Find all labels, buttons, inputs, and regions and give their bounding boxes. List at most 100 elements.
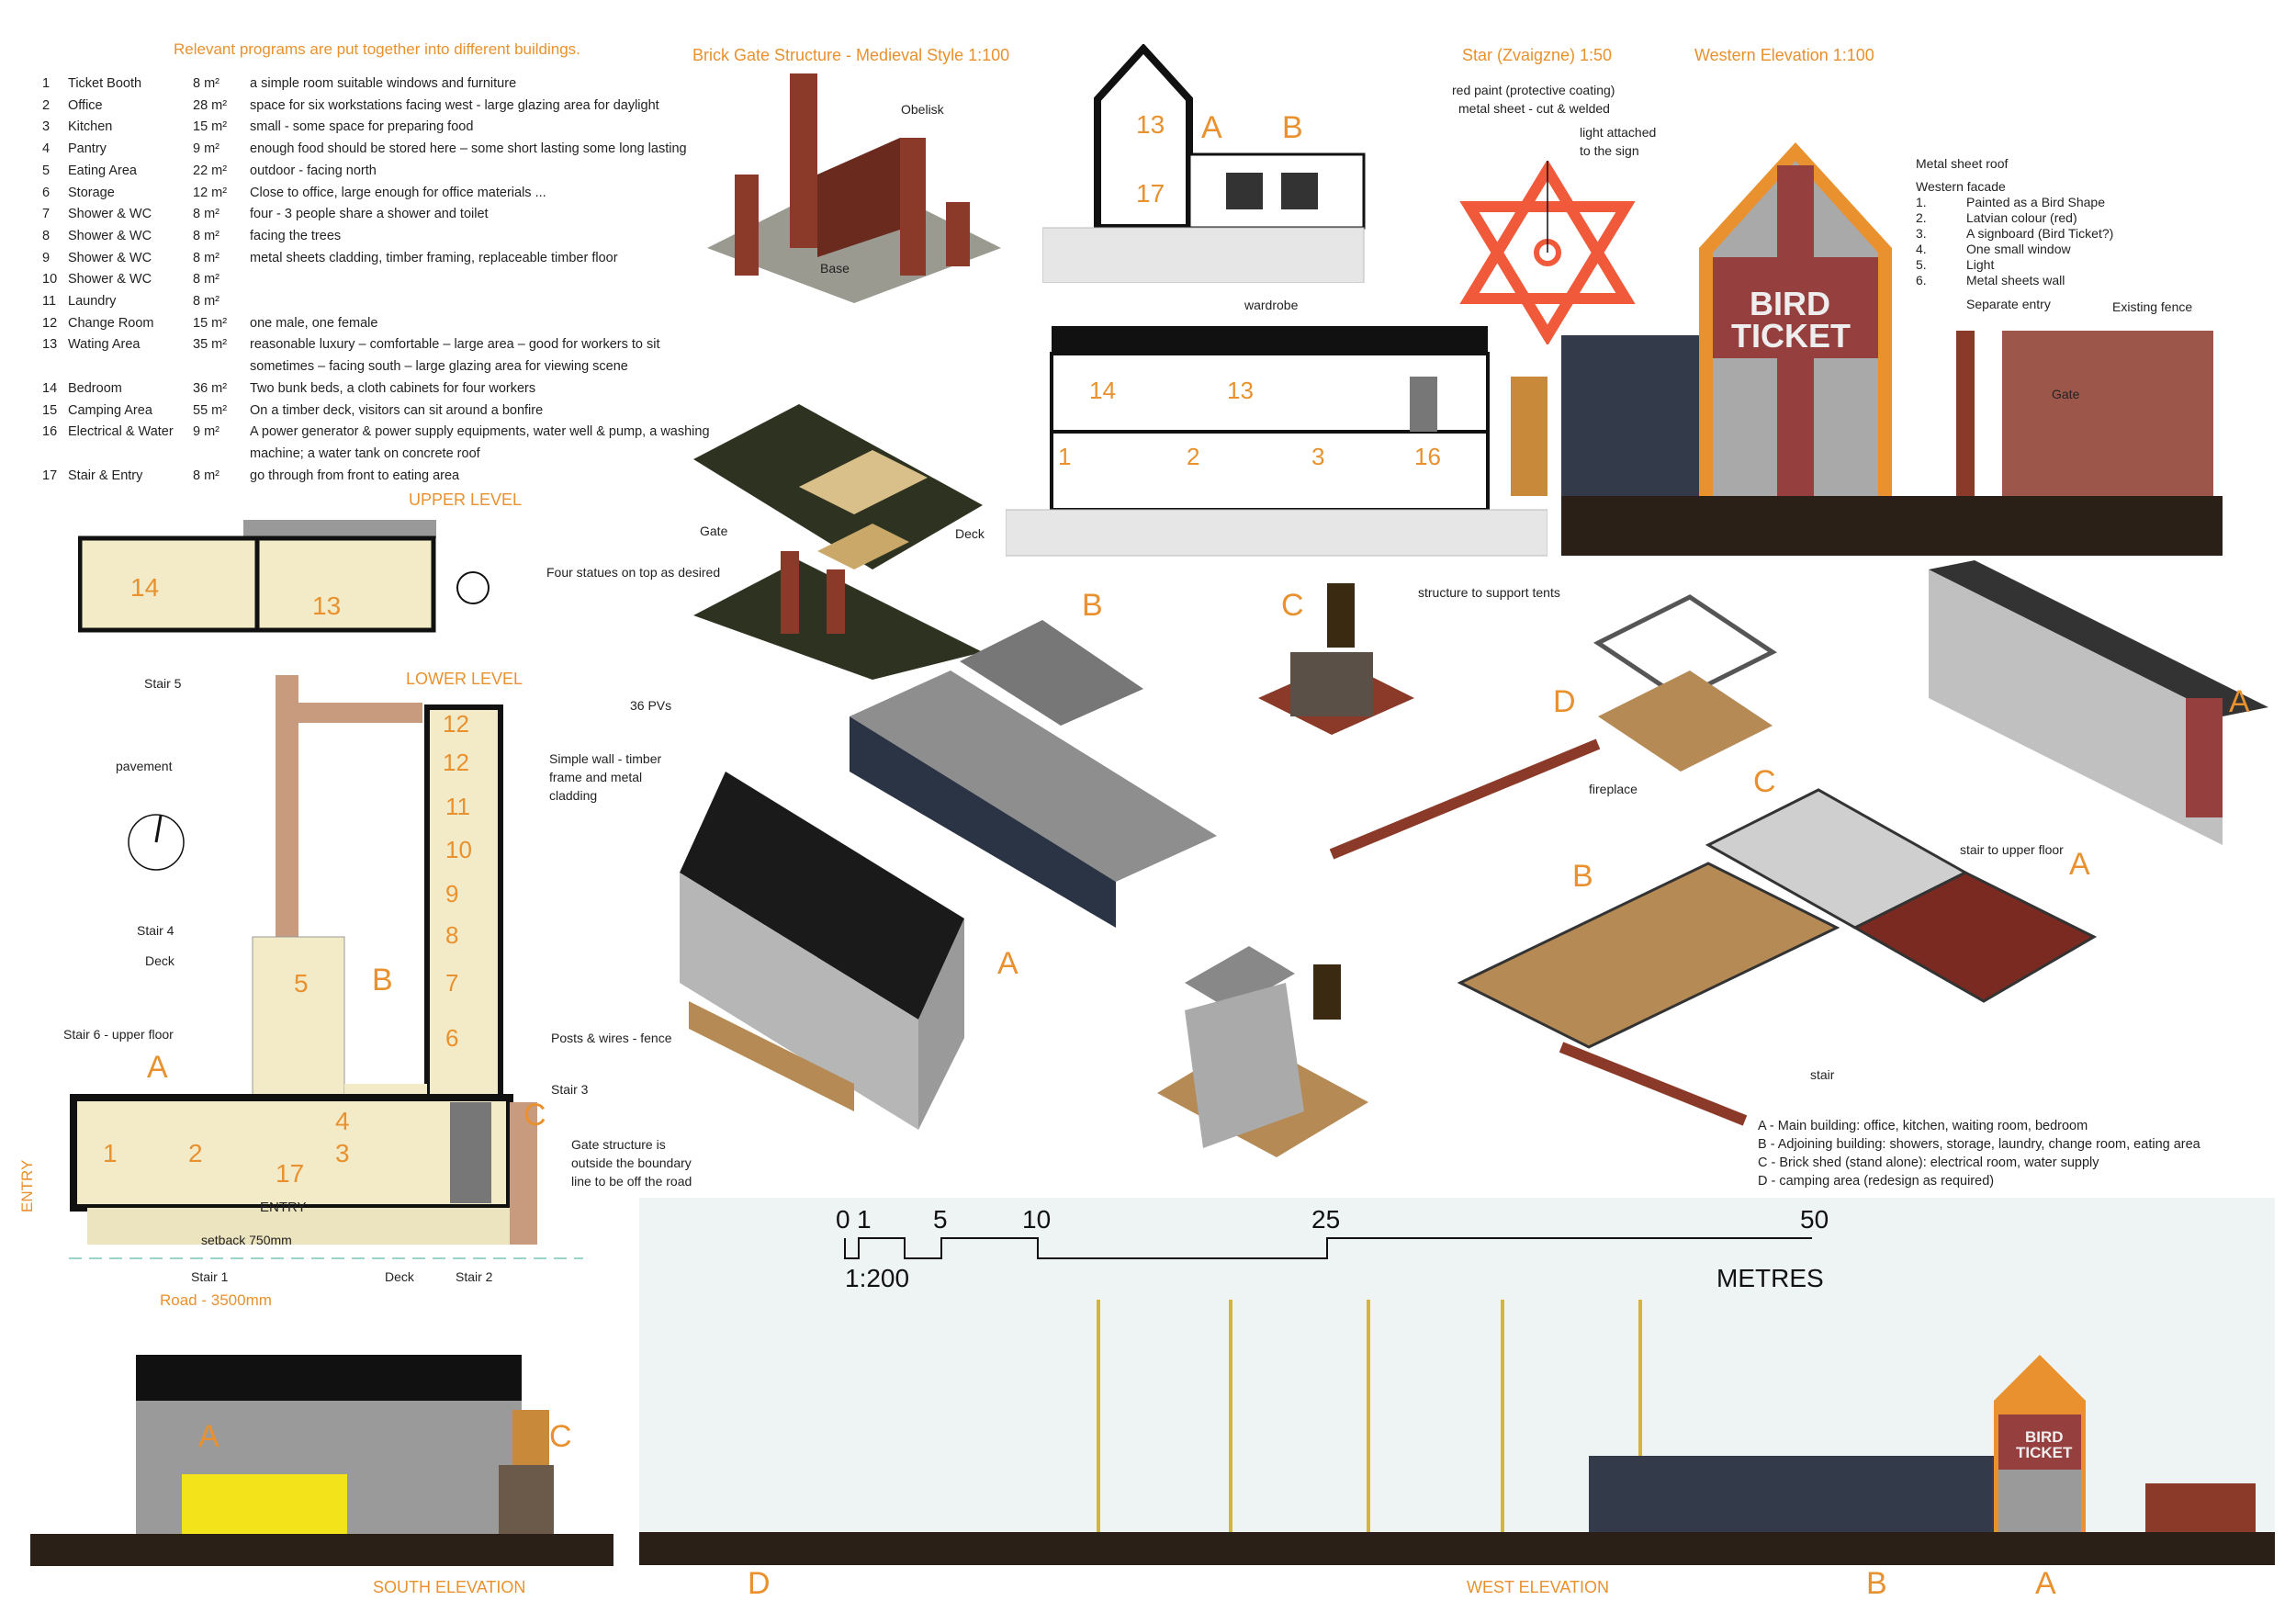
facade-item-text: Metal sheets wall: [1966, 273, 2065, 287]
south-letter-a: A: [198, 1419, 219, 1454]
program-num: 2: [42, 97, 51, 113]
facade-list-item: 4.One small window: [1916, 242, 2113, 257]
program-area: 12 m²: [193, 185, 228, 200]
stair4-label: Stair 4: [137, 923, 174, 938]
facade-item-text: Light: [1966, 257, 1995, 272]
south-letter-c: C: [549, 1419, 572, 1454]
room-9: 9: [445, 880, 459, 907]
separate-entry-label: Separate entry: [1966, 297, 2051, 311]
room-4: 4: [335, 1107, 350, 1135]
program-num: 16: [42, 424, 58, 440]
scale-tick-10: 10: [1022, 1205, 1052, 1234]
program-desc: Two bunk beds, a cloth cabinets for four…: [250, 380, 536, 396]
scale-bar: [844, 1237, 1812, 1259]
program-title: Relevant programs are put together into …: [174, 40, 580, 58]
west-letter-d: D: [748, 1566, 771, 1601]
stair6-label: Stair 6 - upper floor: [63, 1027, 174, 1042]
axo-letter-c2: C: [1753, 764, 1776, 799]
program-area: 35 m²: [193, 337, 228, 353]
room-8: 8: [445, 921, 459, 949]
program-num: 14: [42, 380, 58, 396]
lower-level-title: LOWER LEVEL: [406, 670, 523, 688]
scale-ratio: 1:200: [845, 1264, 910, 1292]
facade-item-number: 6.: [1916, 273, 1927, 287]
facade-list-item: 2.Latvian colour (red): [1916, 210, 2113, 226]
south-elevation-title: SOUTH ELEVATION: [373, 1578, 526, 1596]
wall-note-2: frame and metal: [549, 770, 643, 784]
room-5: 5: [294, 969, 309, 997]
gate-note-2: outside the boundary: [571, 1155, 692, 1170]
building-b-axonometric: [850, 620, 1217, 928]
gate-label: Gate: [700, 524, 728, 538]
program-num: 6: [42, 185, 51, 200]
west-letter-a: A: [2035, 1566, 2056, 1601]
room-1: 1: [103, 1139, 118, 1167]
program-area: 15 m²: [193, 119, 228, 135]
program-num: 7: [42, 207, 51, 222]
deck-entry-label: Deck: [385, 1269, 414, 1284]
north-arrow-icon: [456, 571, 490, 604]
scale-tick-0: 0: [836, 1205, 850, 1234]
stair-upper-label: stair to upper floor: [1960, 842, 2064, 857]
program-name: Stair & Entry: [68, 468, 143, 483]
program-area: 8 m²: [193, 228, 219, 243]
facade-item-number: 5.: [1916, 257, 1927, 272]
star-zvaigzne-icon: [1459, 161, 1636, 344]
program-area: 8 m²: [193, 76, 219, 91]
program-desc: small - some space for preparing food: [250, 119, 474, 135]
site-cutaway-axonometric: [1457, 788, 2098, 1126]
room-2: 2: [188, 1139, 203, 1167]
facade-item-number: 2.: [1916, 210, 1927, 225]
western-title: Western Elevation 1:100: [1694, 46, 1874, 64]
program-name: Shower & WC: [68, 272, 152, 287]
program-area: 28 m²: [193, 97, 228, 113]
program-area: 9 m²: [193, 424, 219, 440]
program-name: Shower & WC: [68, 250, 152, 265]
wardrobe-label: wardrobe: [1244, 298, 1299, 312]
axo-letter-b2: B: [1572, 859, 1593, 894]
west-sign-ticket: TICKET: [2016, 1444, 2073, 1461]
program-area: 36 m²: [193, 380, 228, 396]
wall-note-3: cladding: [549, 788, 598, 803]
section-letter-b: B: [1282, 110, 1303, 145]
upper-level-title: UPPER LEVEL: [409, 490, 523, 509]
program-name: Camping Area: [68, 402, 152, 418]
program-num: 9: [42, 250, 51, 265]
program-area: 22 m²: [193, 163, 228, 178]
west-sign-bird: BIRD: [2025, 1428, 2064, 1446]
facade-list-item: 5. Light: [1916, 257, 2113, 273]
building-a-cutaway-axonometric: [1929, 560, 2268, 845]
upper-room-14: 14: [130, 573, 160, 602]
road-label: Road - 3500mm: [160, 1291, 272, 1309]
building-c-axonometric: [1258, 583, 1414, 735]
tents-label: structure to support tents: [1418, 585, 1560, 600]
program-name: Pantry: [68, 141, 107, 157]
program-area: 15 m²: [193, 315, 228, 331]
section-room-1: 1: [1058, 443, 1072, 470]
deck-label: Deck: [955, 526, 985, 541]
building-ac-axonometric: [1157, 946, 1368, 1157]
program-num: 4: [42, 141, 51, 157]
program-area: 55 m²: [193, 402, 228, 418]
sign-bird: BIRD: [1750, 285, 1830, 322]
west-elevation-drawing: [639, 1300, 2275, 1565]
section-room-13: 13: [1136, 110, 1165, 139]
program-name: Ticket Booth: [68, 76, 142, 91]
base-label: Base: [820, 261, 850, 276]
room-12a: 12: [443, 710, 469, 738]
program-num: 13: [42, 337, 58, 353]
wall-note-1: Simple wall - timber: [549, 751, 662, 766]
program-num: 5: [42, 163, 51, 178]
program-desc: On a timber deck, visitors can sit aroun…: [250, 402, 544, 418]
section-room-2: 2: [1187, 443, 1200, 470]
program-name: Office: [68, 97, 103, 113]
program-desc: outdoor - facing north: [250, 163, 377, 178]
